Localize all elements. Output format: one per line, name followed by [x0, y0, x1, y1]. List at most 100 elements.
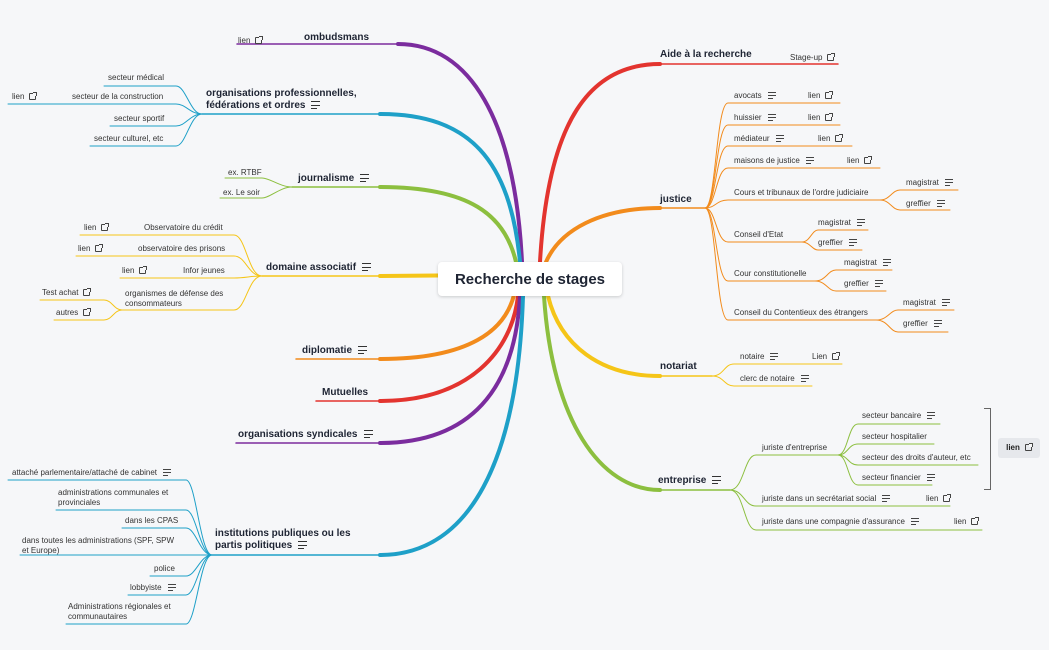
branch-orgpro [378, 112, 522, 264]
link-autres[interactable]: autres [56, 308, 92, 318]
subtopic-secteur-hospitalier[interactable]: secteur hospitalier [862, 432, 927, 441]
topic-ombudsmans[interactable]: ombudsmans [304, 32, 370, 43]
topic-mutuelles[interactable]: Mutuelles [322, 387, 369, 398]
link-secretariat[interactable]: lien [926, 494, 952, 504]
note-icon [311, 101, 321, 110]
note-icon [167, 584, 176, 592]
subtopic-magistrat-1[interactable]: magistrat [906, 178, 953, 188]
branch-institutions [378, 294, 525, 557]
subtopic-rtbf[interactable]: ex. RTBF [228, 168, 262, 177]
topic-organisations-professionnelles[interactable]: organisations professionnelles, fédérati… [206, 88, 357, 111]
summary-bracket [984, 408, 991, 490]
link-observatoire-credit[interactable]: lien [84, 223, 110, 233]
subtopic-greffier-3[interactable]: greffier [844, 279, 883, 289]
branch-entreprise [542, 294, 662, 492]
note-icon [775, 135, 784, 143]
subtopic-lobbyiste[interactable]: lobbyiste [130, 583, 176, 593]
subtopic-magistrat-3[interactable]: magistrat [844, 258, 891, 268]
topic-journalisme[interactable]: journalisme [298, 173, 370, 185]
note-icon [927, 412, 936, 420]
topic-organisations-syndicales[interactable]: organisations syndicales [238, 429, 373, 441]
external-link-icon [971, 517, 980, 526]
subtopic-toutes-administrations[interactable]: dans toutes les administrations (SPF, SP… [22, 536, 175, 555]
external-link-icon [825, 113, 834, 122]
subtopic-mediateur[interactable]: médiateur [734, 134, 784, 144]
subtopic-magistrat-4[interactable]: magistrat [903, 298, 950, 308]
subtopic-huissier[interactable]: huissier [734, 113, 776, 123]
topic-notariat[interactable]: notariat [660, 361, 697, 372]
subtopic-cour-constitutionelle[interactable]: Cour constitutionelle [734, 269, 807, 278]
link-infor-jeunes[interactable]: lien [122, 266, 148, 276]
subtopic-administrations-communales[interactable]: administrations communales et provincial… [58, 488, 169, 507]
subtopic-attache-parlementaire[interactable]: attaché parlementaire/attaché de cabinet [12, 468, 171, 478]
subtopic-notaire[interactable]: notaire [740, 352, 779, 362]
subtopic-maisons-justice[interactable]: maisons de justice [734, 156, 814, 166]
subtopic-juriste-secretariat[interactable]: juriste dans un secrétariat social [762, 494, 891, 504]
note-icon [874, 280, 883, 288]
subtopic-juriste-entreprise[interactable]: juriste d'entreprise [762, 443, 828, 452]
subtopic-secteur-medical[interactable]: secteur médical [108, 73, 165, 82]
note-icon [298, 541, 308, 550]
subtopic-observatoire-prisons[interactable]: observatoire des prisons [138, 244, 226, 253]
external-link-icon [29, 92, 38, 101]
topic-aide-recherche[interactable]: Aide à la recherche [660, 49, 752, 60]
subtopic-cpas[interactable]: dans les CPAS [125, 516, 179, 525]
subtopic-magistrat-2[interactable]: magistrat [818, 218, 865, 228]
subtopic-secteur-bancaire[interactable]: secteur bancaire [862, 411, 936, 421]
link-avocats[interactable]: lien [808, 91, 834, 101]
external-link-icon [864, 156, 873, 165]
link-ombudsmans[interactable]: lien [238, 36, 264, 46]
note-icon [162, 469, 171, 477]
subtopic-cours-tribunaux[interactable]: Cours et tribunaux de l'ordre judiciaire [734, 188, 869, 197]
subtopic-secteur-droits-auteur[interactable]: secteur des droits d'auteur, etc [862, 453, 971, 462]
subtopic-greffier-2[interactable]: greffier [818, 238, 857, 248]
subtopic-administrations-regionales[interactable]: Administrations régionales et communauta… [68, 602, 171, 621]
branch-journalisme [378, 185, 518, 264]
note-icon [933, 320, 942, 328]
subtopic-secteur-financier[interactable]: secteur financier [862, 473, 935, 483]
branch-syndicales [378, 294, 522, 445]
topic-domaine-associatif[interactable]: domaine associatif [266, 262, 372, 274]
topic-institutions-publiques[interactable]: institutions publiques ou les partis pol… [215, 528, 351, 551]
subtopic-conseil-etat[interactable]: Conseil d'Etat [734, 230, 784, 239]
subtopic-greffier-4[interactable]: greffier [903, 319, 942, 329]
subtopic-defense-consommateurs[interactable]: organismes de défense des consommateurs [125, 289, 224, 308]
link-assurance[interactable]: lien [954, 517, 980, 527]
subtopic-le-soir[interactable]: ex. Le soir [223, 188, 260, 197]
topic-entreprise[interactable]: entreprise [658, 475, 722, 487]
branch-mutuelles [378, 294, 520, 403]
link-notaire[interactable]: Lien [812, 352, 841, 362]
summary-link[interactable]: lien [998, 438, 1040, 458]
branch-diplomatie [378, 293, 516, 361]
external-link-icon [943, 494, 952, 503]
subtopic-infor-jeunes[interactable]: Infor jeunes [183, 266, 225, 275]
link-huissier[interactable]: lien [808, 113, 834, 123]
note-icon [805, 157, 814, 165]
subtopic-police[interactable]: police [154, 564, 175, 573]
subtopic-secteur-sportif[interactable]: secteur sportif [114, 114, 165, 123]
branch-ombudsmans [396, 42, 524, 264]
root-topic[interactable]: Recherche de stages [438, 262, 622, 296]
link-maisons-justice[interactable]: lien [847, 156, 873, 166]
subtopic-secteur-culturel[interactable]: secteur culturel, etc [94, 134, 164, 143]
subtopic-conseil-contentieux[interactable]: Conseil du Contentieux des étrangers [734, 308, 868, 317]
note-icon [941, 299, 950, 307]
subtopic-secteur-construction[interactable]: secteur de la construction [72, 92, 164, 101]
subtopic-clerc-notaire[interactable]: clerc de notaire [740, 374, 809, 384]
subtopic-greffier-1[interactable]: greffier [906, 199, 945, 209]
subtopic-avocats[interactable]: avocats [734, 91, 776, 101]
link-construction[interactable]: lien [12, 92, 38, 102]
link-mediateur[interactable]: lien [818, 134, 844, 144]
external-link-icon [83, 308, 92, 317]
external-link-icon [827, 53, 836, 62]
link-test-achat[interactable]: Test achat [42, 288, 92, 298]
subtopic-observatoire-credit[interactable]: Observatoire du crédit [144, 223, 223, 232]
topic-justice[interactable]: justice [660, 194, 692, 205]
note-icon [882, 259, 891, 267]
link-observatoire-prisons[interactable]: lien [78, 244, 104, 254]
link-stage-up[interactable]: Stage-up [790, 53, 836, 63]
topic-diplomatie[interactable]: diplomatie [302, 345, 368, 357]
subtopic-juriste-assurance[interactable]: juriste dans une compagnie d'assurance [762, 517, 919, 527]
